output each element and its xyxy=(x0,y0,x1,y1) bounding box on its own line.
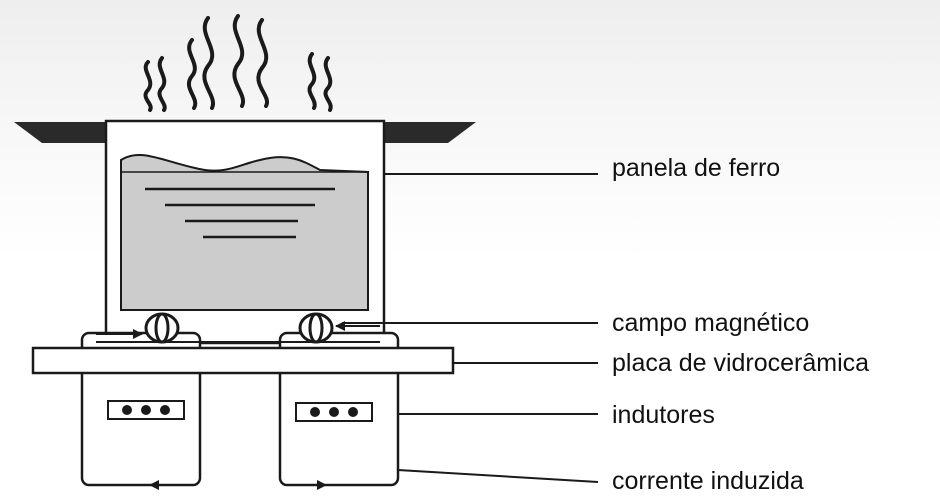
leader-lines xyxy=(342,173,599,483)
steam-wave xyxy=(323,56,333,112)
steam-wave xyxy=(307,52,317,110)
label-iron-pan: panela de ferro xyxy=(612,154,781,182)
right-handle xyxy=(384,122,476,143)
label-inductors: indutores xyxy=(612,401,715,429)
control-panel-right xyxy=(295,402,373,422)
water xyxy=(120,153,369,311)
steam-wave xyxy=(256,18,270,108)
coil-left xyxy=(144,312,180,344)
coil-right xyxy=(298,312,334,344)
steam-wave xyxy=(232,14,246,108)
steam-wave xyxy=(157,56,167,112)
glass-ceramic-plate xyxy=(31,346,455,375)
label-induced-current: corrente induzida xyxy=(612,467,804,495)
steam-wave xyxy=(143,60,153,112)
left-handle xyxy=(14,122,106,143)
label-glass-ceramic-plate: placa de vidrocerâmica xyxy=(612,349,870,377)
steam-wave xyxy=(186,38,198,110)
steam-wave xyxy=(202,16,216,110)
label-magnetic-field: campo magnético xyxy=(612,309,810,337)
control-panel-left xyxy=(107,400,185,420)
iron-pan xyxy=(104,119,386,345)
steam-waves xyxy=(143,14,333,112)
